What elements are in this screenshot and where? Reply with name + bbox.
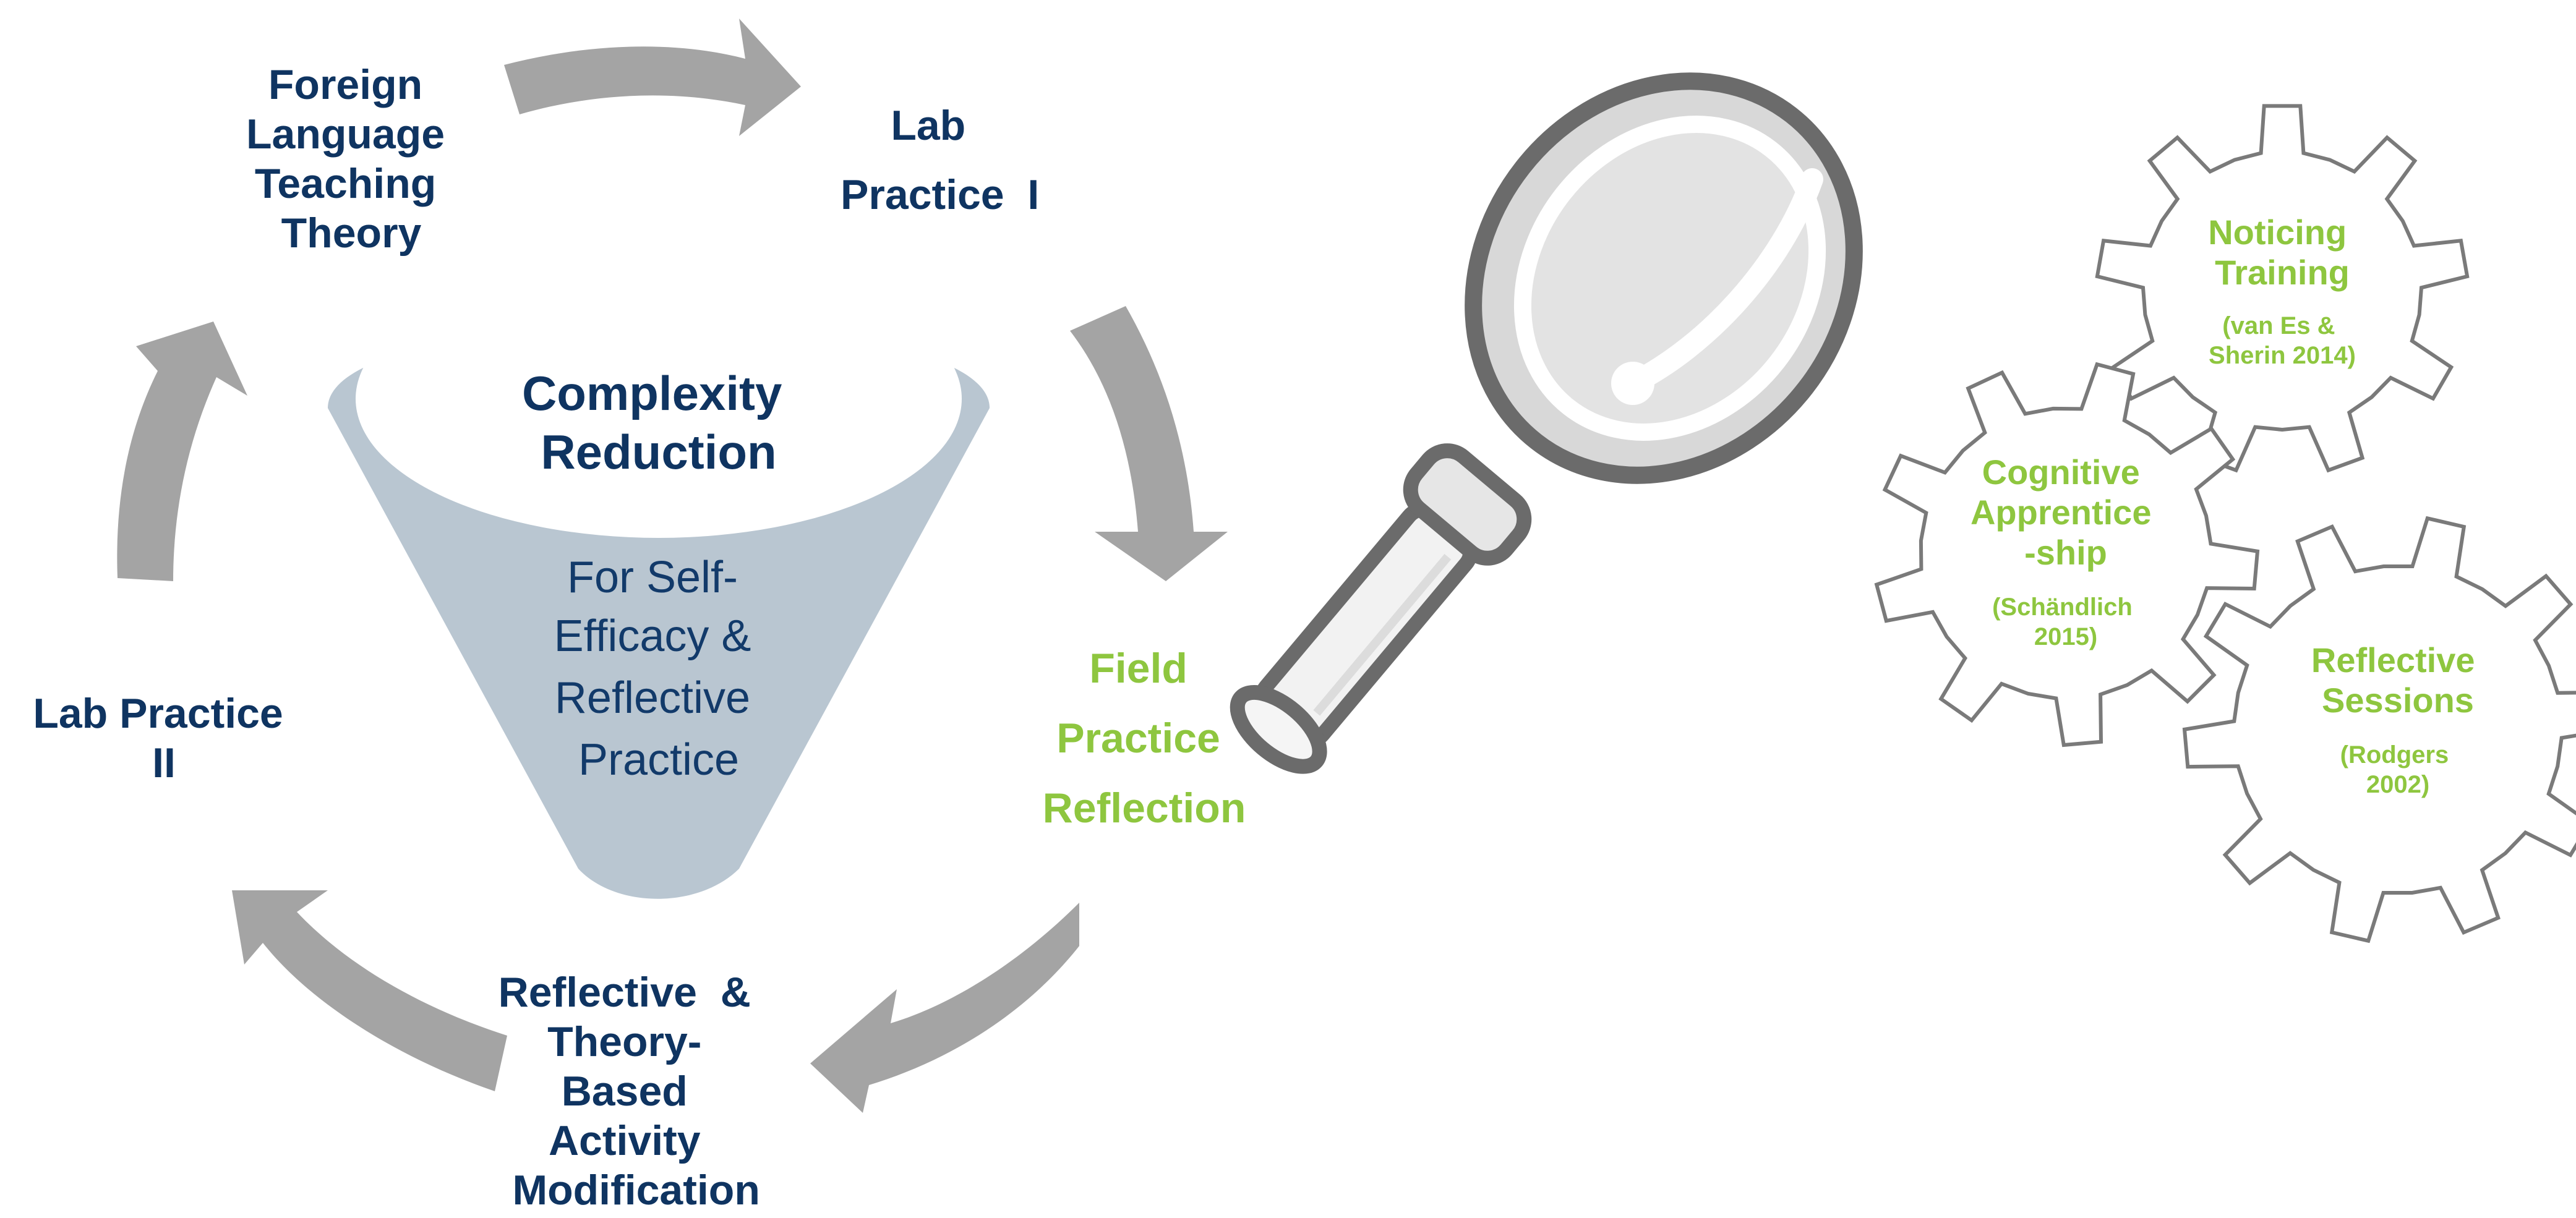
arrow-theory-to-lab1	[504, 19, 801, 136]
label-lab-practice-2: Lab Practice II	[33, 690, 294, 786]
gear-noticing-icon	[2095, 104, 2470, 473]
arrow-field-to-modification	[810, 903, 1079, 1113]
gear-reflective-ref: (Rodgers 2002)	[2340, 741, 2456, 798]
arrow-lab1-to-field	[1070, 306, 1228, 581]
magnifying-glass-icon	[1230, 72, 1863, 774]
funnel-title: Complexity Reduction	[522, 366, 795, 479]
gear-cognitive-icon	[1874, 362, 2260, 747]
gear-cognitive-title: Cognitive Apprentice -ship	[1971, 453, 2161, 572]
complexity-funnel	[328, 260, 990, 899]
label-field-practice-reflection: Field Practice Reflection	[1043, 645, 1246, 832]
arrow-lab2-to-theory	[117, 322, 247, 581]
gear-cognitive-ref: (Schändlich 2015)	[1992, 594, 2139, 650]
arrow-modification-to-lab2	[232, 890, 507, 1091]
label-lab-practice-1: Lab Practice I	[0, 0, 1074, 218]
label-reflective-theory-modification: Reflective & Theory- Based Activity Modi…	[0, 0, 809, 1214]
gear-noticing-ref: (van Es & Sherin 2014)	[2209, 312, 2356, 369]
cycle-arrows	[117, 19, 1228, 1113]
funnel-mouth	[356, 260, 962, 538]
label-foreign-language-teaching-theory: Foreign Language Teaching Theory	[246, 61, 456, 257]
gear-reflective-title: Reflective Sessions	[2311, 641, 2484, 720]
gear-noticing-title: Noticing Training	[2208, 213, 2356, 292]
funnel-subtitle: For Self- Efficacy & Reflective Practice	[554, 553, 764, 785]
gears-group	[1874, 104, 2576, 943]
gear-reflective-icon	[2182, 516, 2576, 943]
